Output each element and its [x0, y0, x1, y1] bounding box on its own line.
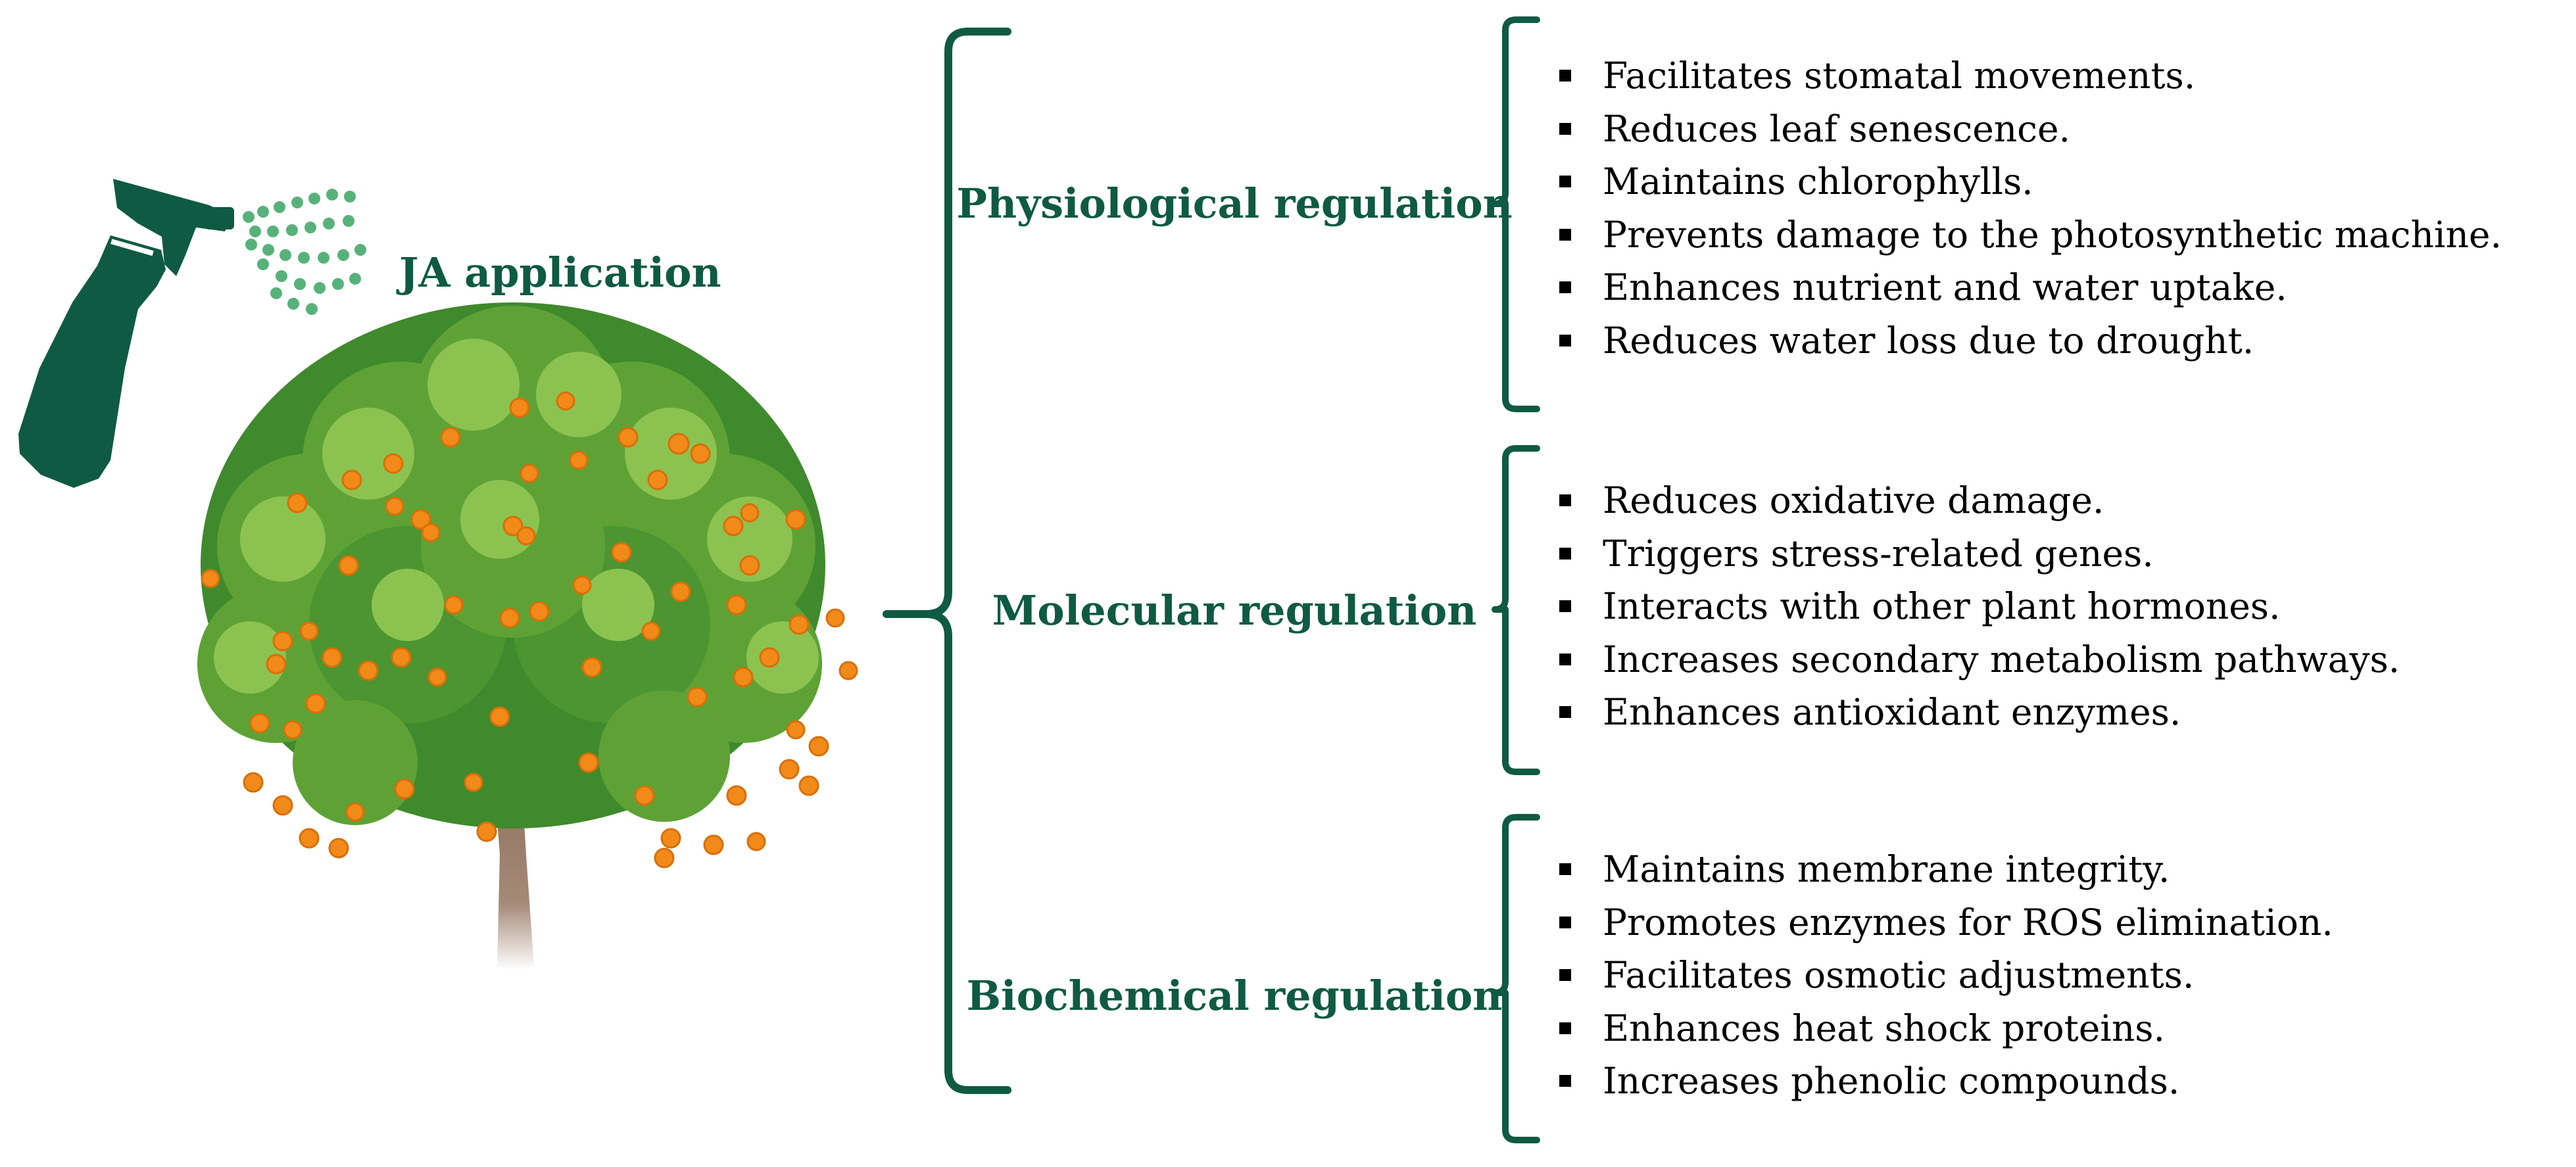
bullet-icon: [1559, 1075, 1571, 1087]
bullet-icon: [1559, 863, 1571, 875]
ja-application-label: JA application: [399, 249, 721, 297]
list-item: Prevents damage to the photosynthetic ma…: [1555, 208, 2502, 262]
list-item: Enhances heat shock proteins.: [1555, 1002, 2333, 1055]
bullet-icon: [1559, 1022, 1571, 1034]
bullet-icon: [1559, 916, 1571, 928]
list-item: Enhances nutrient and water uptake.: [1555, 261, 2502, 314]
list-item: Reduces oxidative damage.: [1555, 474, 2400, 527]
bullet-icon: [1559, 494, 1571, 506]
category-biochemical-label: Biochemical regulation: [966, 972, 1503, 1020]
tree-foliage: [197, 302, 825, 828]
bullet-icon: [1559, 706, 1571, 718]
list-item: Increases secondary metabolism pathways.: [1555, 633, 2400, 686]
category-molecular-label: Molecular regulation: [992, 586, 1477, 634]
biochemical-effects-list: Maintains membrane integrity. Promotes e…: [1555, 843, 2333, 1108]
list-item: Maintains membrane integrity.: [1555, 843, 2333, 896]
main-brace: [883, 28, 1011, 1094]
bullet-icon: [1559, 334, 1571, 346]
list-item: Maintains chlorophylls.: [1555, 155, 2502, 208]
list-item: Interacts with other plant hormones.: [1555, 580, 2400, 633]
physiological-effects-list: Facilitates stomatal movements. Reduces …: [1555, 49, 2502, 367]
bullet-icon: [1559, 281, 1571, 293]
bullet-icon: [1559, 600, 1571, 612]
bullet-icon: [1559, 653, 1571, 665]
list-item: Facilitates osmotic adjustments.: [1555, 949, 2333, 1002]
bullet-icon: [1559, 228, 1571, 241]
list-item: Facilitates stomatal movements.: [1555, 49, 2502, 103]
list-item: Promotes enzymes for ROS elimination.: [1555, 896, 2333, 949]
brace-physiological: [1492, 16, 1540, 412]
list-item: Triggers stress-related genes.: [1555, 527, 2400, 581]
bullet-icon: [1559, 122, 1571, 135]
bullet-icon: [1559, 176, 1571, 187]
brace-molecular: [1492, 445, 1540, 775]
list-item: Enhances antioxidant enzymes.: [1555, 686, 2400, 739]
bullet-icon: [1559, 969, 1571, 981]
category-physiological-label: Physiological regulation: [956, 179, 1513, 227]
molecular-effects-list: Reduces oxidative damage. Triggers stres…: [1555, 474, 2400, 739]
orange-tree-illustration: [197, 302, 858, 970]
bullet-icon: [1559, 547, 1571, 560]
list-item: Reduces leaf senescence.: [1555, 103, 2502, 156]
brace-biochemical: [1492, 814, 1540, 1143]
spray-bottle-icon: [18, 179, 234, 488]
list-item: Increases phenolic compounds.: [1555, 1055, 2333, 1108]
spray-mist: [243, 189, 366, 315]
list-item: Reduces water loss due to drought.: [1555, 314, 2502, 368]
tree-fruits: [201, 391, 858, 869]
bullet-icon: [1559, 70, 1571, 82]
